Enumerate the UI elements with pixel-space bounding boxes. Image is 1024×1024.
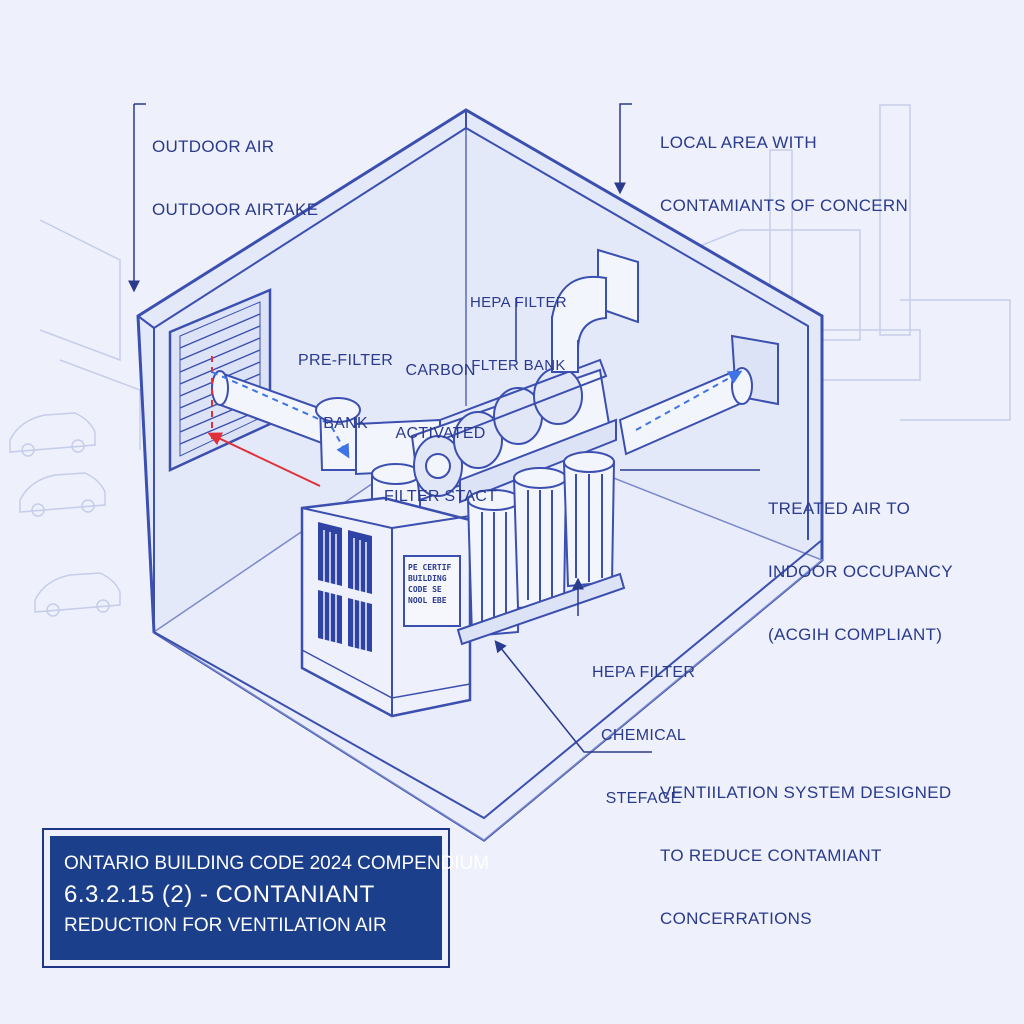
unit-plate-line: NOOL EBE [408, 596, 447, 605]
car-icon [19, 472, 106, 517]
car-icon [9, 412, 96, 457]
air-handler-icon [300, 496, 472, 718]
label-line: STEFAGE [605, 790, 682, 807]
unit-plate-line: BUILDING [408, 574, 447, 583]
duct-icon [551, 248, 639, 373]
label-line: VENTIILATION SYSTEM DESIGNED [660, 783, 952, 802]
label-line: BANK [323, 415, 368, 432]
label-line: CONTAMIANTS OF CONCERN [660, 196, 909, 215]
carbon-filter-stack [410, 358, 617, 504]
label-carbon-filter-stack: CARBON ACTIVATED FILTER STACT [384, 318, 497, 528]
code-reference-caption: ONTARIO BUILDING CODE 2024 COMPENDIUM 6.… [42, 828, 490, 968]
label-ventilation-system: VENTIILATION SYSTEM DESIGNED TO REDUCE C… [660, 740, 951, 950]
label-line: TO REDUCE CONTAMIANT [660, 846, 882, 865]
car-icon [34, 572, 121, 617]
caption-panel: ONTARIO BUILDING CODE 2024 COMPENDIUM 6.… [50, 836, 490, 960]
filter-canister-icon [466, 489, 522, 638]
unit-plate-text: PE CERTIF BUILDING CODE SE NOOL EBE [408, 562, 451, 606]
unit-plate-line: PE CERTIF [408, 563, 452, 572]
unit-nameplate [403, 555, 461, 627]
label-line: TREATED AIR TO [768, 499, 911, 518]
label-hepa-chemical-stage: HEPA FILTER CHEMICAL STEFAGE [592, 620, 695, 830]
label-line: HEPA FILTER [592, 664, 696, 681]
label-line: OUTDOOR AIRTAKE [152, 200, 319, 219]
label-local-area: LOCAL AREA WITH CONTAMIANTS OF CONCERN [660, 90, 908, 237]
label-line: ACTIVATED [395, 425, 486, 442]
background-city [9, 104, 1011, 617]
label-line: HEPA FILTER [470, 294, 567, 311]
caption-line-3: REDUCTION FOR VENTILATION AIR [64, 915, 387, 936]
label-line: CARBON [405, 362, 476, 379]
label-line: INDOOR OCCUPANCY [768, 562, 953, 581]
leader-lines [128, 103, 760, 753]
label-line: OUTDOOR AIR [152, 137, 275, 156]
label-line: (ACGIH COMPLIANT) [768, 625, 943, 644]
label-line: PRE-FILTER [298, 352, 394, 369]
label-line: CHEMICAL [601, 727, 687, 744]
industrial-stack-icon [879, 104, 911, 336]
filter-base-rail [456, 572, 626, 646]
flow-arrow-icon [207, 432, 321, 487]
label-treated-air: TREATED AIR TO INDOOR OCCUPANCY (ACGIH C… [768, 456, 953, 666]
label-pre-filter-bank: PRE-FILTER BANK [298, 308, 393, 455]
label-line: LOCAL AREA WITH [660, 133, 817, 152]
label-line: FLTER BANK [471, 357, 566, 374]
label-outdoor-air: OUTDOOR AIR OUTDOOR AIRTAKE [152, 94, 318, 241]
caption-line-1: ONTARIO BUILDING CODE 2024 COMPENDIUM [64, 853, 490, 874]
filter-canister-icon [512, 467, 568, 610]
label-line: CONCERRATIONS [660, 909, 812, 928]
caption-line-2: 6.3.2.15 (2) - CONTANIANT [64, 881, 375, 908]
filter-canister-icon [562, 451, 616, 588]
label-line: FILTER STACT [384, 488, 498, 505]
unit-plate-line: CODE SE [408, 585, 442, 594]
flow-arrow-icon [635, 370, 743, 431]
label-hepa-filter-bank: HEPA FILTER FLTER BANK [470, 250, 567, 397]
